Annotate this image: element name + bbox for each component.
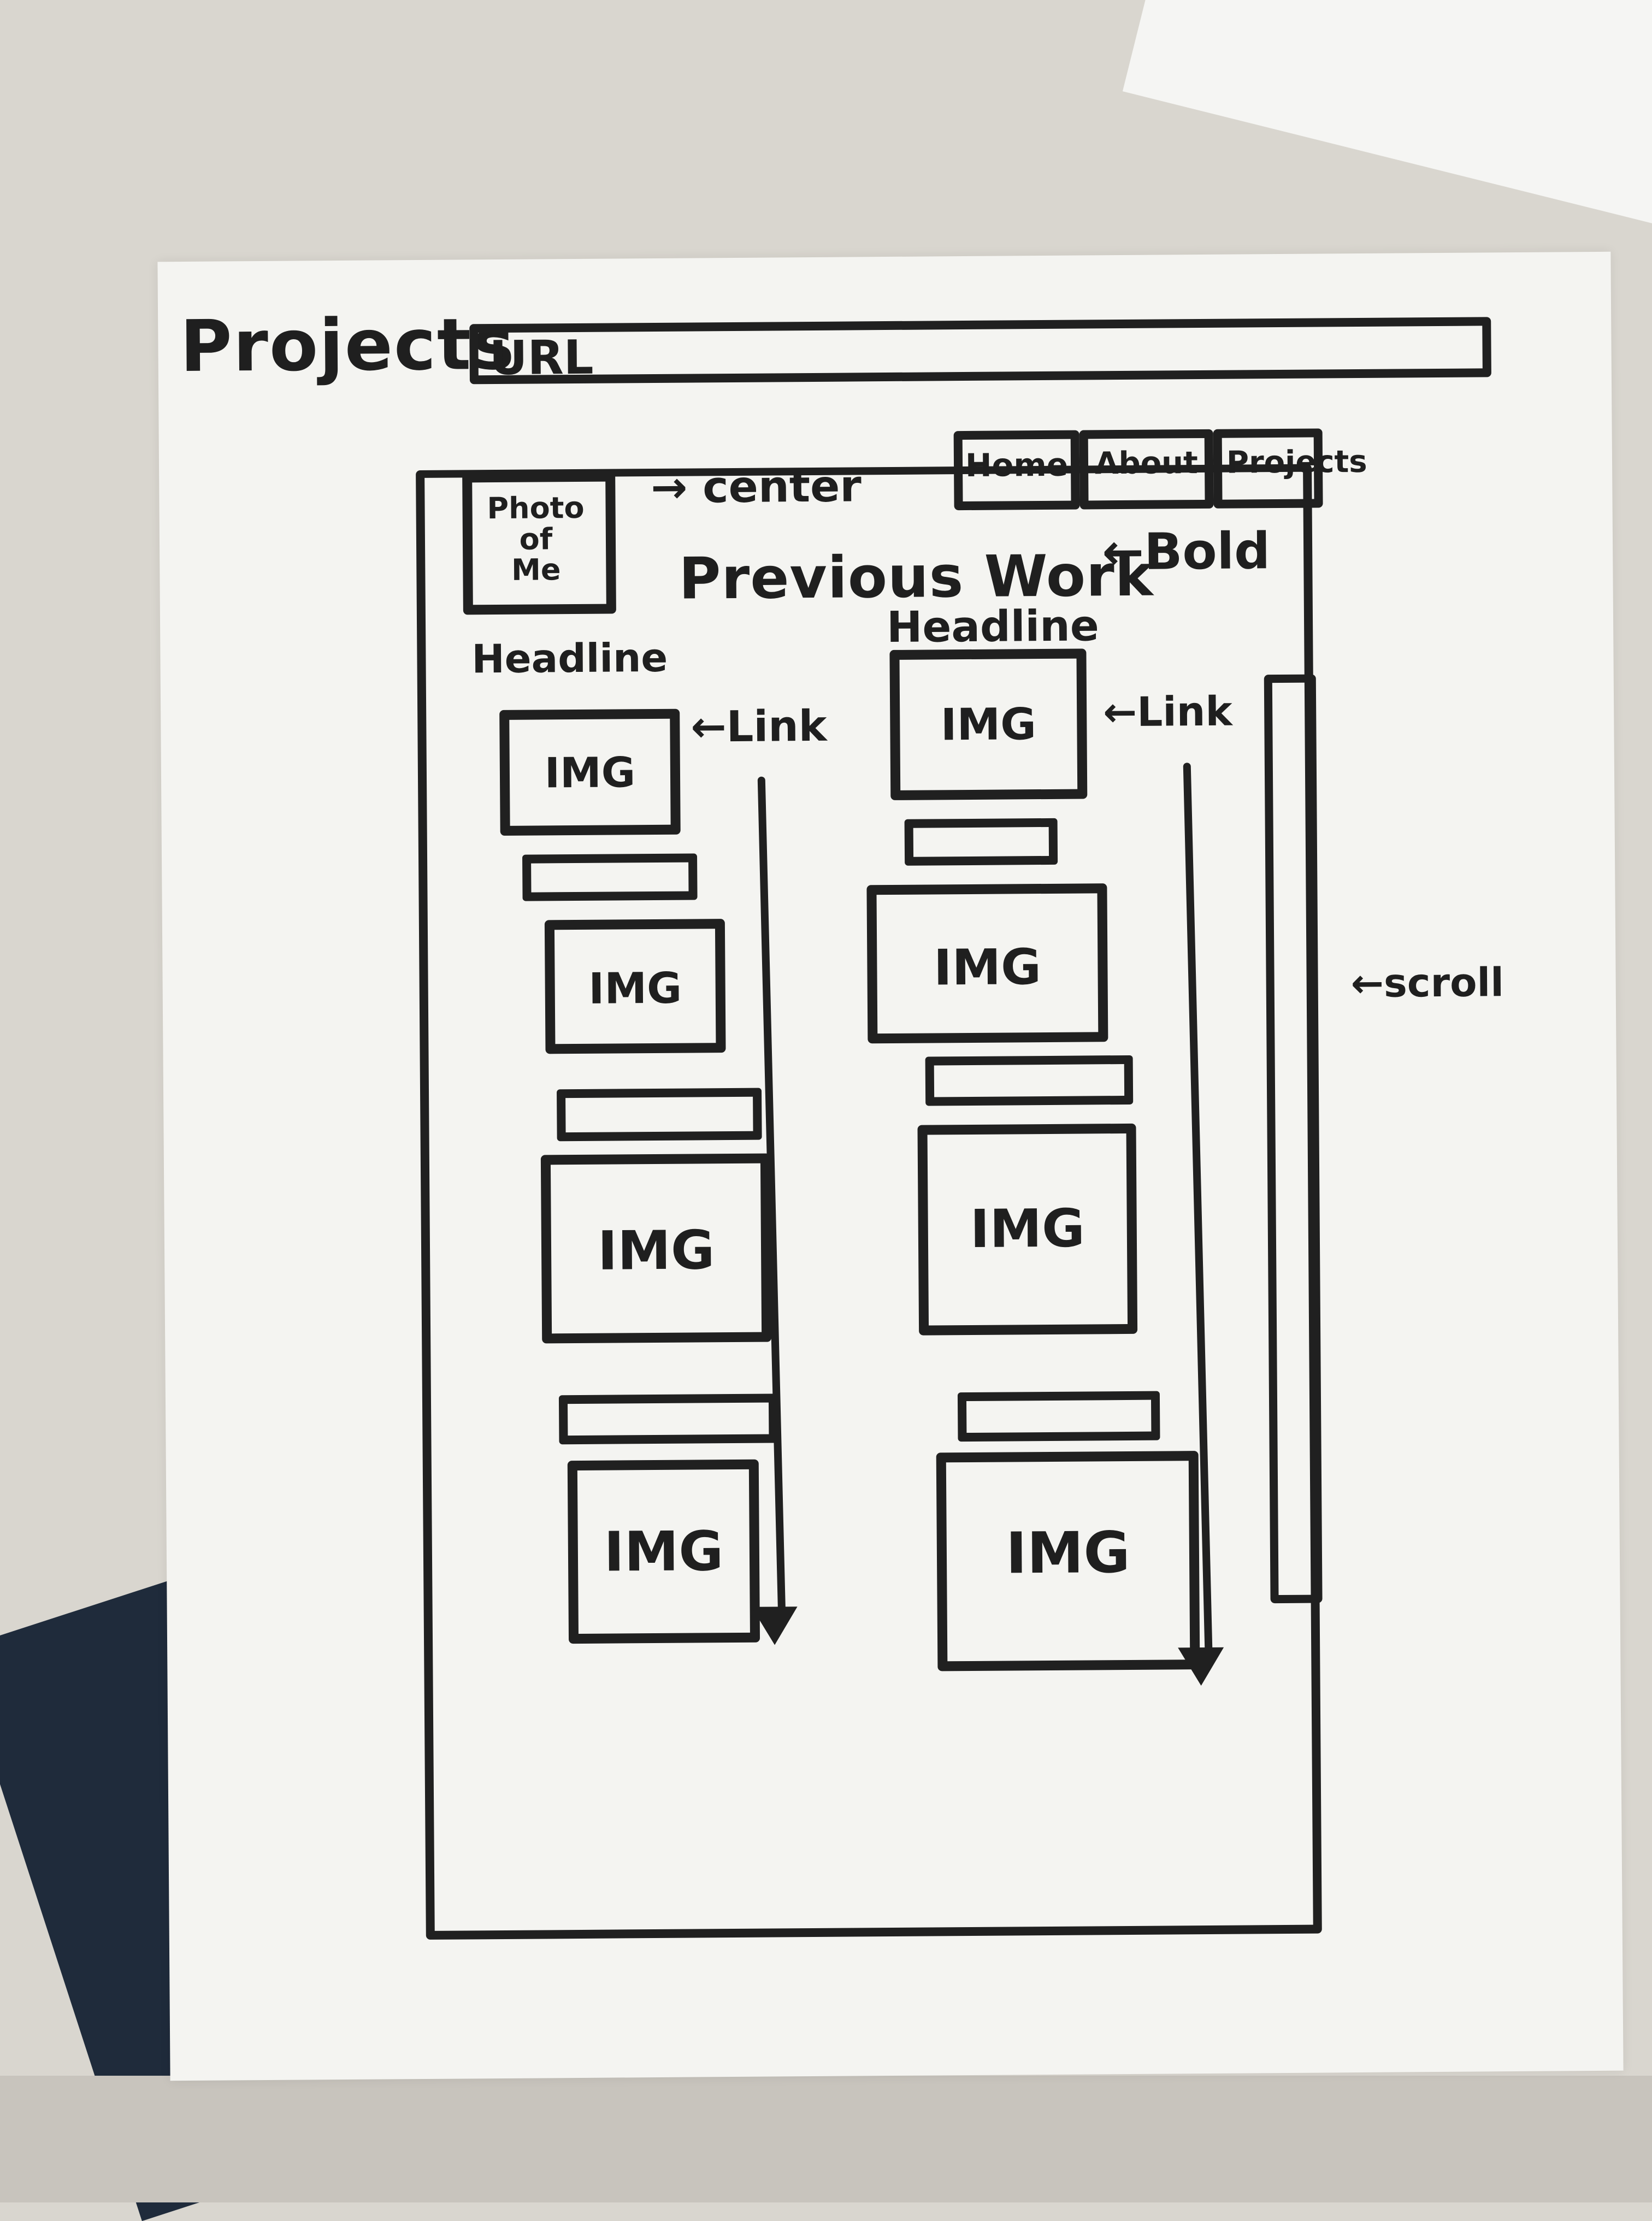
scroll-arrow-left-head: [751, 1606, 798, 1645]
photo-label: Photo of Me: [487, 490, 585, 588]
page-title: Projects: [179, 302, 516, 388]
photo-placeholder: Photo of Me: [462, 471, 616, 615]
project-image-left-3[interactable]: IMG: [540, 1153, 772, 1344]
caption-bar-right-1: [904, 818, 1058, 866]
scroll-note: ←scroll: [1350, 959, 1504, 1007]
img-label-right-3: IMG: [970, 1197, 1085, 1260]
img-label-left-3: IMG: [597, 1219, 715, 1283]
sketch-paper: Projects URL Home About Projects Photo o…: [157, 251, 1624, 2081]
img-label-right-4: IMG: [1005, 1519, 1131, 1587]
img-label-left-2: IMG: [588, 964, 682, 1014]
background-paper: [1122, 0, 1652, 250]
project-image-left-2[interactable]: IMG: [544, 919, 726, 1054]
url-label: URL: [489, 330, 594, 386]
scroll-arrow-right-head: [1178, 1647, 1224, 1686]
previous-work-heading: Previous Work: [678, 542, 1154, 612]
img-label-left-4: IMG: [604, 1519, 724, 1584]
caption-bar-left-1: [522, 853, 698, 901]
nav-home-label: Home: [965, 446, 1069, 485]
caption-bar-left-2: [557, 1088, 762, 1142]
nav-about-label: About: [1095, 445, 1199, 482]
project-image-left-4[interactable]: IMG: [567, 1459, 760, 1644]
img-label-right-1: IMG: [940, 699, 1037, 751]
nav-about-tab[interactable]: About: [1079, 429, 1214, 510]
caption-bar-left-3: [558, 1393, 778, 1445]
nav-home-tab[interactable]: Home: [953, 430, 1080, 511]
project-image-right-4[interactable]: IMG: [936, 1451, 1200, 1671]
scrollbar-track[interactable]: [1264, 674, 1323, 1604]
center-note: → center: [650, 460, 862, 513]
project-image-right-3[interactable]: IMG: [917, 1123, 1138, 1336]
bold-note: ←Bold: [1101, 522, 1271, 582]
headline-left: Headline: [471, 634, 668, 682]
project-image-left-1[interactable]: IMG: [499, 708, 681, 836]
img-label-left-1: IMG: [544, 748, 636, 798]
url-bar[interactable]: URL: [469, 317, 1491, 386]
link-left-note: ←Link: [691, 701, 827, 752]
nav-projects-tab[interactable]: Projects: [1213, 428, 1367, 509]
project-image-right-1[interactable]: IMG: [889, 648, 1088, 800]
caption-bar-right-3: [957, 1391, 1160, 1442]
nav-projects-label: Projects: [1226, 444, 1367, 481]
img-label-right-2: IMG: [933, 938, 1042, 997]
headline-right: Headline: [886, 601, 1099, 653]
caption-bar-right-2: [925, 1055, 1134, 1106]
link-right-note: ←Link: [1102, 688, 1232, 736]
desk-bottom-area: [0, 2076, 1652, 2202]
project-image-right-2[interactable]: IMG: [866, 883, 1108, 1044]
